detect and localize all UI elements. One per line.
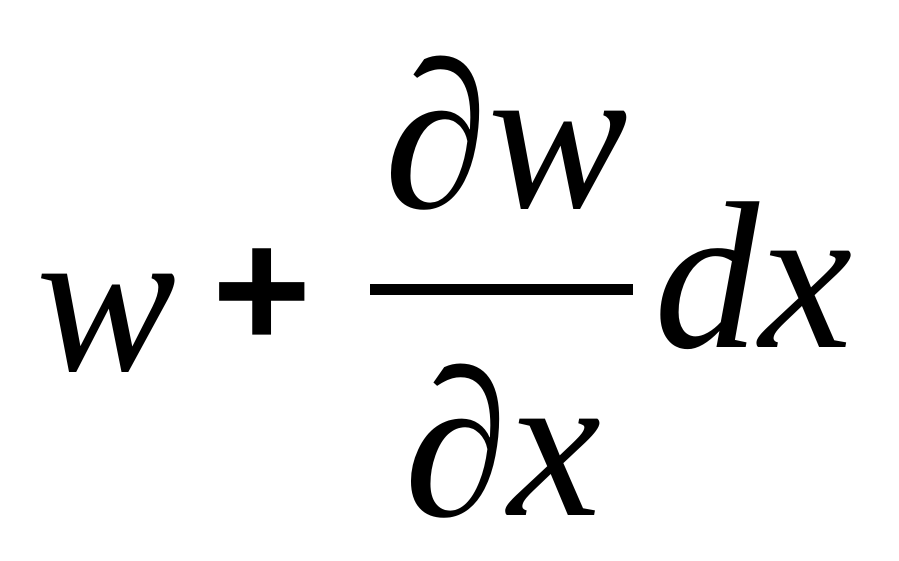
differential-dx: dx — [654, 161, 853, 393]
fraction-bar — [370, 284, 633, 295]
plus-operator: + — [212, 195, 312, 385]
variable-w: w — [36, 184, 177, 416]
fraction-denominator: ∂x — [404, 329, 601, 561]
fraction-numerator: ∂w — [384, 21, 628, 253]
